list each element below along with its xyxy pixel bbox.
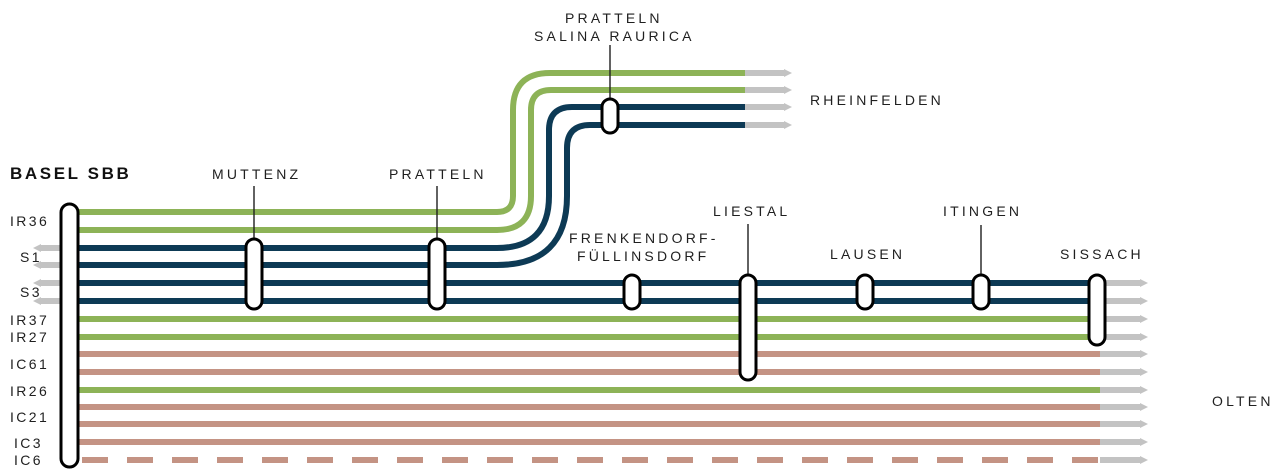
station-label-pratteln: PRATTELN: [389, 166, 487, 182]
station-liestal-capsule[interactable]: [738, 273, 758, 382]
line-label-ir36: IR36: [10, 213, 49, 229]
route-lines: [70, 70, 1100, 463]
line-labels: IR36 S1 S3 IR37 IR27 IC61 IR26 IC21 IC3 …: [10, 213, 49, 468]
route-line-ir36: [70, 70, 745, 215]
station-label-frenkendorf-line2: FÜLLINSDORF: [577, 247, 709, 264]
station-label-frenkendorf-line1: FRENKENDORF-: [569, 230, 719, 246]
station-label-salina-line2: SALINA RAURICA: [534, 28, 695, 44]
station-labels: BASEL SBB MUTTENZ PRATTELN PRATTELN SALI…: [10, 10, 1274, 409]
line-label-ic21: IC21: [10, 409, 49, 425]
station-label-muttenz: MUTTENZ: [212, 166, 301, 182]
station-salina-capsule[interactable]: [600, 97, 620, 135]
station-label-lausen: LAUSEN: [830, 246, 905, 262]
station-itingen-capsule[interactable]: [971, 273, 991, 311]
rheinfelden-arrows: [745, 69, 792, 129]
line-label-s3: S3: [20, 284, 42, 300]
line-label-ir26: IR26: [10, 383, 49, 399]
station-basel-sbb-capsule[interactable]: [59, 202, 80, 469]
station-label-rheinfelden: RHEINFELDEN: [810, 92, 944, 108]
line-label-ir37: IR37: [10, 312, 49, 328]
station-muttenz-capsule[interactable]: [244, 237, 264, 311]
station-frenkendorf-capsule[interactable]: [622, 273, 642, 311]
station-label-liestal: LIESTAL: [713, 203, 790, 219]
station-pratteln-capsule[interactable]: [427, 237, 447, 311]
route-line-ir36-second: [70, 87, 745, 233]
station-leaders: [253, 45, 982, 276]
line-label-ic61: IC61: [10, 356, 49, 372]
route-line-s1: [70, 104, 745, 251]
line-label-ir27: IR27: [10, 329, 49, 345]
station-lausen-capsule[interactable]: [855, 273, 875, 311]
station-label-olten: OLTEN: [1212, 393, 1274, 409]
line-label-s1: S1: [20, 249, 42, 265]
route-line-s1-second: [70, 122, 745, 268]
station-label-sissach: SISSACH: [1060, 246, 1144, 262]
station-label-itingen: ITINGEN: [943, 203, 1022, 219]
station-label-salina-line1: PRATTELN: [565, 10, 663, 26]
line-label-ic3: IC3: [14, 435, 43, 451]
line-label-ic6: IC6: [14, 452, 43, 468]
station-sissach-capsule[interactable]: [1087, 273, 1107, 347]
west-arrows: [33, 244, 62, 305]
station-label-basel-sbb: BASEL SBB: [10, 164, 131, 183]
station-capsules: [59, 97, 1107, 469]
